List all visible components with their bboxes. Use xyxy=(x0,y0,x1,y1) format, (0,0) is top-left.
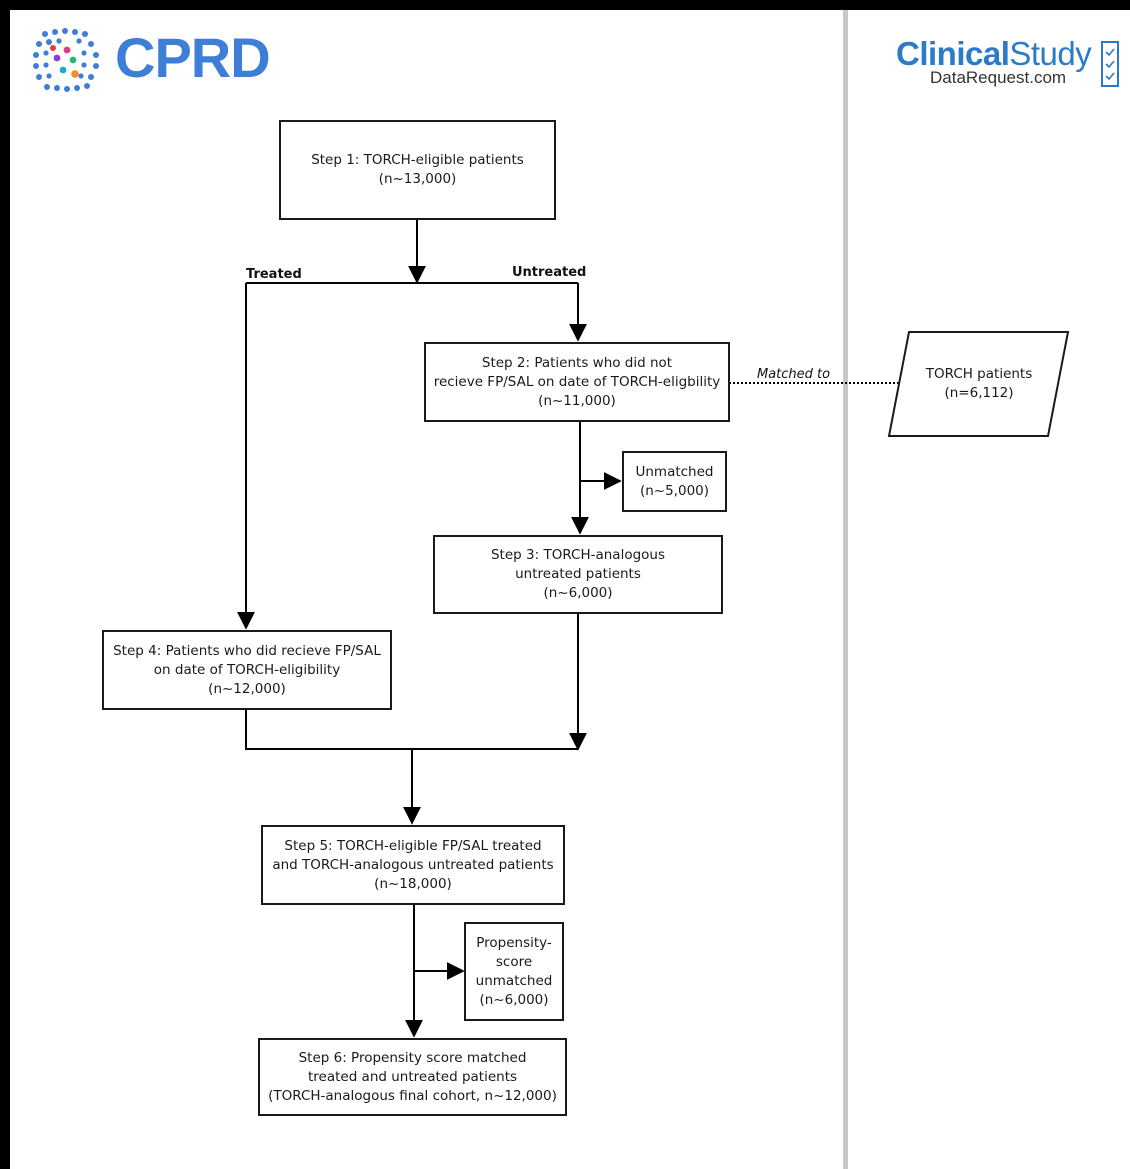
left-border xyxy=(0,0,10,1169)
node-step2-line2: recieve FP/SAL on date of TORCH-eligbili… xyxy=(433,373,721,390)
node-ps-unmatched-line3: unmatched xyxy=(475,972,553,989)
node-step4-line2: on date of TORCH-eligibility xyxy=(153,661,341,678)
node-step3-line3: (n~6,000) xyxy=(543,585,613,601)
edge-step4-merge xyxy=(245,708,578,750)
node-step6-line3: (TORCH-analogous final cohort, n~12,000) xyxy=(268,1087,557,1104)
torch-parallelogram xyxy=(887,331,1070,437)
panel-divider xyxy=(843,10,848,1169)
node-step2-line1: Step 2: Patients who did not xyxy=(481,354,673,371)
node-step5-line2: and TORCH-analogous untreated patients xyxy=(272,856,554,873)
node-step5-line1: Step 5: TORCH-eligible FP/SAL treated xyxy=(284,837,542,854)
node-unmatched-line2: (n~5,000) xyxy=(639,482,710,499)
node-unmatched: Unmatched (n~5,000) xyxy=(622,451,727,512)
node-step1-line1: Step 1: TORCH-eligible patients xyxy=(311,152,524,168)
node-step2-line3: (n~11,000) xyxy=(538,392,616,409)
label-matched-to: Matched to xyxy=(757,367,831,382)
node-step5-line3: (n~18,000) xyxy=(374,875,452,892)
node-step4-line3: (n~12,000) xyxy=(208,680,286,697)
node-ps-unmatched-line1: Propensity- xyxy=(476,934,552,951)
node-torch-line2: (n=6,112) xyxy=(944,385,1014,401)
node-step1-line2: (n~13,000) xyxy=(378,171,457,187)
node-step6-line2: treated and untreated patients xyxy=(307,1068,518,1085)
node-step6: Step 6: Propensity score matched treated… xyxy=(258,1038,567,1116)
label-treated: Treated xyxy=(246,267,302,282)
node-ps-unmatched-line4: (n~6,000) xyxy=(479,991,549,1008)
node-torch-line1: TORCH patients xyxy=(925,366,1033,382)
cprd-logo-icon xyxy=(33,28,99,92)
node-step3: Step 3: TORCH-analogous untreated patien… xyxy=(433,535,723,614)
node-ps-unmatched-line2: score xyxy=(495,953,533,970)
node-torch-patients: TORCH patients (n=6,112) xyxy=(889,332,1069,436)
csdr-logo-part2: Study xyxy=(1009,35,1092,72)
checklist-icon xyxy=(1101,41,1119,87)
node-step2: Step 2: Patients who did not recieve FP/… xyxy=(424,342,730,422)
csdr-logo: ClinicalStudy DataRequest.com xyxy=(896,35,1092,88)
csdr-logo-sub: DataRequest.com xyxy=(930,68,1067,87)
node-ps-unmatched: Propensity- score unmatched (n~6,000) xyxy=(464,922,564,1021)
node-step3-line1: Step 3: TORCH-analogous xyxy=(490,547,666,563)
node-step1: Step 1: TORCH-eligible patients (n~13,00… xyxy=(279,120,556,220)
node-unmatched-line1: Unmatched xyxy=(635,463,714,480)
node-step3-line2: untreated patients xyxy=(515,566,641,582)
node-step4-line1: Step 4: Patients who did recieve FP/SAL xyxy=(113,642,381,659)
label-untreated: Untreated xyxy=(512,265,587,280)
csdr-logo-part1: Clinical xyxy=(896,35,1010,72)
cprd-logo-text: CPRD xyxy=(115,26,271,89)
node-step5: Step 5: TORCH-eligible FP/SAL treated an… xyxy=(261,825,565,905)
node-step6-line1: Step 6: Propensity score matched xyxy=(298,1049,527,1066)
node-step4: Step 4: Patients who did recieve FP/SAL … xyxy=(102,630,392,710)
top-border xyxy=(0,0,1130,10)
